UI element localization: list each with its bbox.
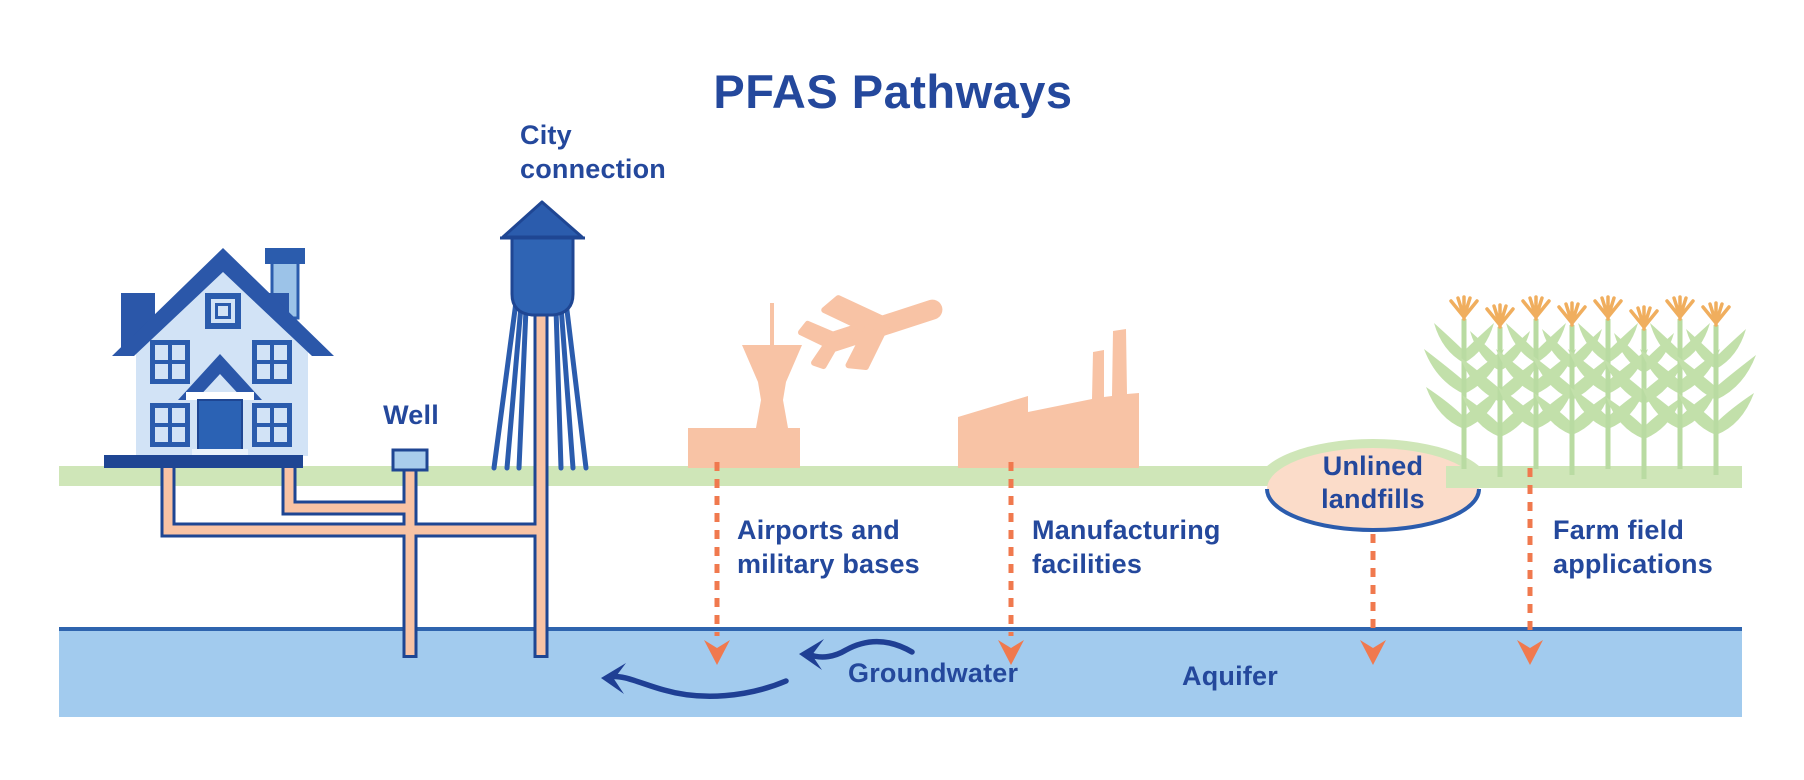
groundwater-flow-arrows — [601, 638, 915, 699]
pfas-arrows — [704, 462, 1543, 665]
aquifer-band — [59, 627, 1742, 717]
label-groundwater: Groundwater — [848, 658, 1019, 688]
label-aquifer: Aquifer — [1182, 661, 1278, 691]
label-city-connection: City connection — [520, 120, 667, 184]
pfas-arrow-factory — [998, 462, 1024, 665]
pipes — [160, 308, 549, 658]
label-well: Well — [383, 400, 439, 430]
airport-icon — [688, 303, 802, 468]
pfas-arrow-landfill — [1360, 534, 1386, 665]
label-manufacturing: Manufacturing facilities — [1032, 515, 1221, 579]
label-farm: Farm field applications — [1553, 515, 1713, 579]
house-icon — [104, 248, 334, 468]
factory-icon — [958, 329, 1139, 468]
water-tower-icon — [491, 200, 589, 471]
pfas-arrow-airport — [704, 462, 730, 665]
well-icon — [391, 448, 429, 472]
page-title: PFAS Pathways — [713, 65, 1073, 118]
cornfield-icon — [1424, 297, 1756, 488]
airplane-icon — [797, 295, 943, 370]
landfill-icon — [1256, 439, 1490, 532]
label-airports: Airports and military bases — [737, 515, 920, 579]
pfas-arrow-farm — [1517, 468, 1543, 665]
label-unlined-landfills: Unlined landfills — [1321, 451, 1425, 514]
